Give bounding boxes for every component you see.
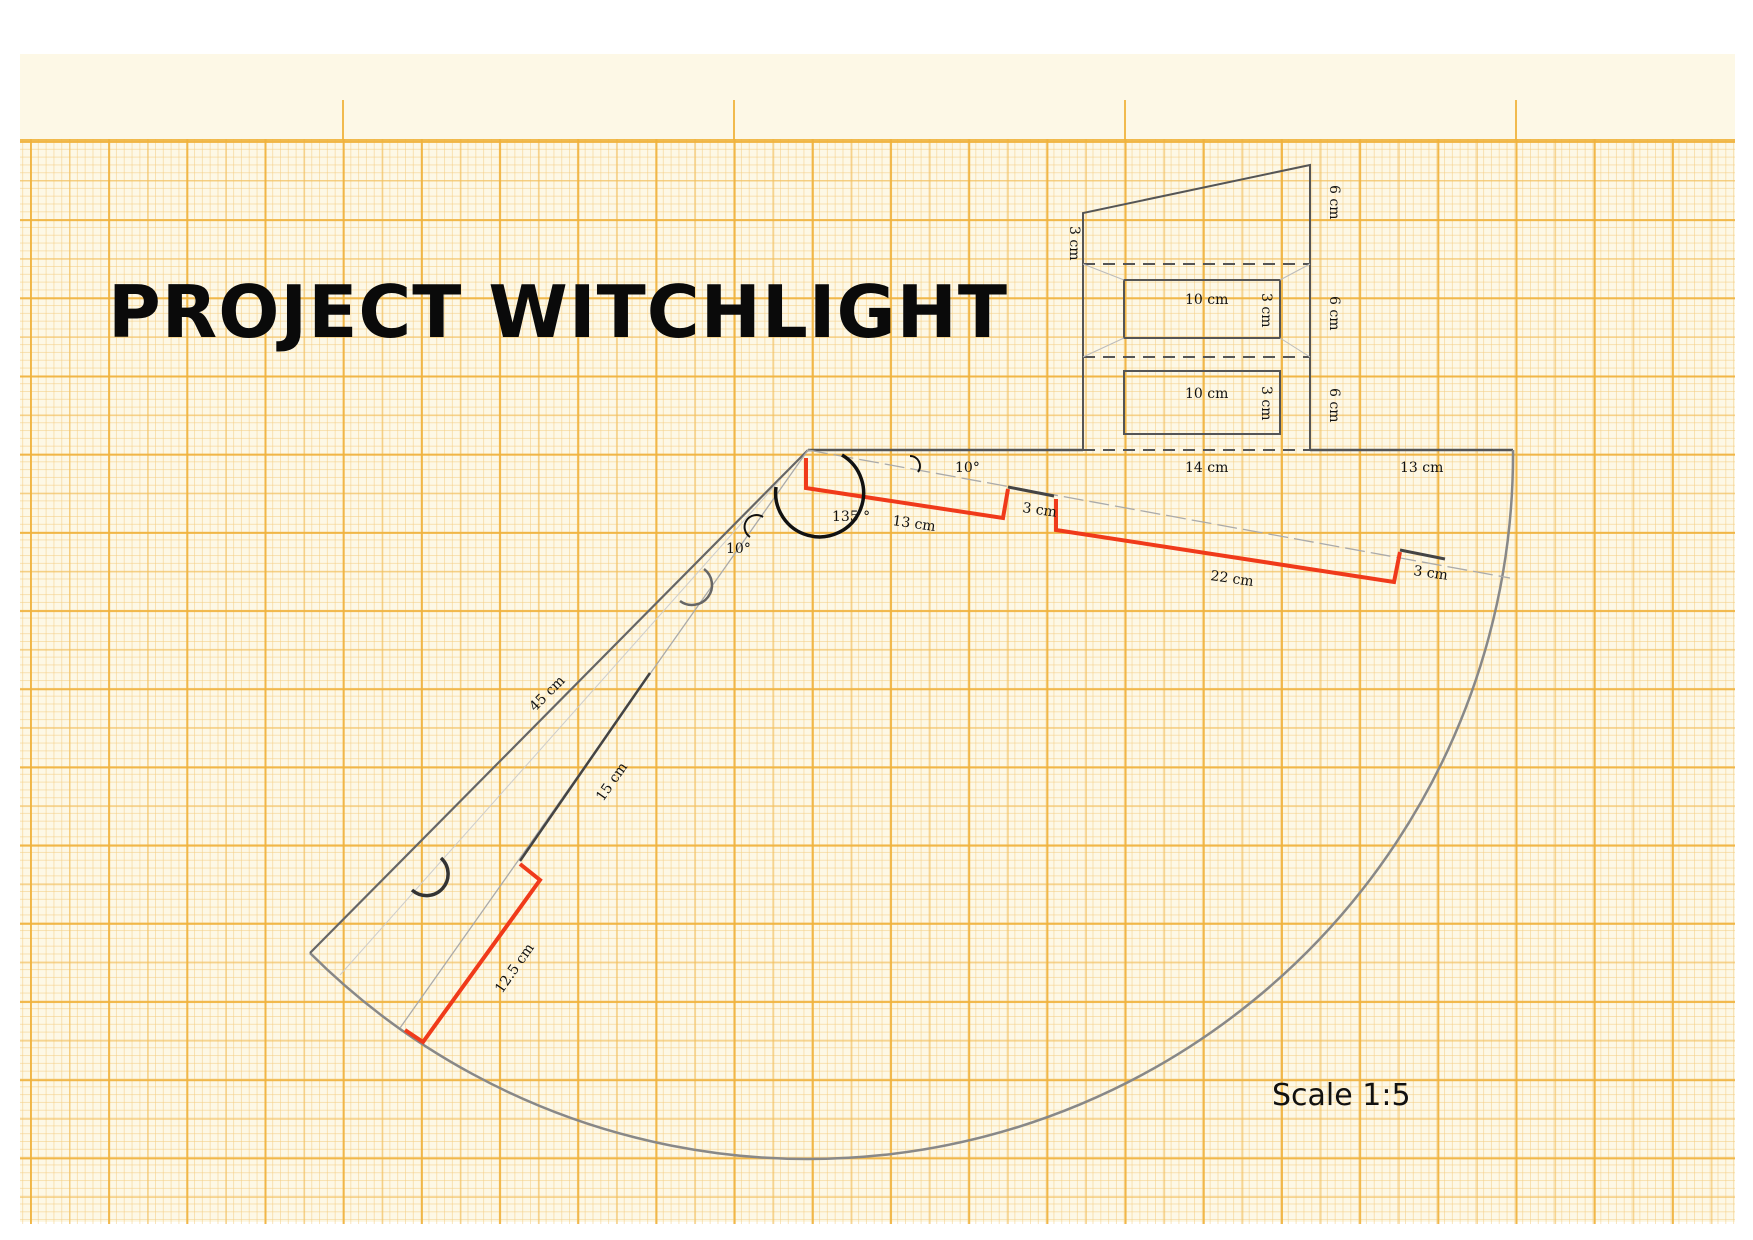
inner-line-left-2 (339, 479, 781, 976)
label-14cm: 14 cm (1185, 460, 1228, 476)
box-panel (1082, 163, 1311, 451)
label-13cm-top: 13 cm (1400, 460, 1443, 476)
label-135deg: 135 ° (832, 509, 870, 525)
label-6cm-3: 6 cm (1326, 388, 1342, 422)
label-3cm-side: 3 cm (1066, 226, 1082, 260)
label-window-1-height: 3 cm (1258, 293, 1274, 327)
window-cutout-2 (1123, 370, 1281, 435)
label-22cm: 22 cm (1209, 568, 1254, 590)
cut-13cm (804, 458, 1010, 521)
dimension-labels: 3 cm 6 cm 6 cm 6 cm 10 cm 3 cm 10 cm 3 c… (492, 185, 1449, 996)
angle-arc-10 (909, 455, 921, 473)
millimeter-grid (20, 139, 1735, 1224)
label-6cm-2: 6 cm (1326, 296, 1342, 330)
tab-3cm-2 (1399, 548, 1446, 561)
cut-12-5cm (403, 862, 543, 1045)
inner-line-15cm (518, 672, 652, 862)
grid-tick-mark (1124, 100, 1126, 140)
box-outline (1082, 163, 1311, 450)
label-10deg-top: 10° (955, 460, 980, 476)
angle-arc-left-10 (743, 514, 764, 538)
grid-tick-mark (1515, 100, 1517, 140)
label-45cm: 45 cm (527, 673, 569, 715)
angle-marks (410, 453, 921, 898)
cut-lines (403, 458, 1402, 1045)
tab-3cm-1 (1007, 485, 1055, 498)
lampshade-outline (309, 448, 1515, 1161)
grid-tick-mark (342, 100, 344, 140)
label-6cm-1: 6 cm (1326, 185, 1342, 219)
outer-arc (309, 449, 1515, 1161)
project-title: PROJECT WITCHLIGHT (108, 270, 1008, 354)
label-15cm: 15 cm (593, 760, 631, 805)
window-cutout-1 (1123, 279, 1281, 339)
scale-note: Scale 1:5 (1272, 1078, 1411, 1113)
cut-22cm (1054, 499, 1402, 585)
label-10deg-left: 10° (726, 541, 751, 557)
label-window-1-width: 10 cm (1185, 292, 1228, 308)
label-3cm-tab-1: 3 cm (1021, 500, 1057, 521)
left-edge-45cm (309, 449, 809, 954)
label-12-5cm: 12.5 cm (492, 941, 538, 997)
angle-arc-135 (773, 453, 866, 539)
label-window-2-height: 3 cm (1258, 386, 1274, 420)
label-window-2-width: 10 cm (1185, 386, 1228, 402)
label-13cm-cut: 13 cm (891, 513, 936, 535)
inner-line-10deg (807, 449, 1511, 579)
label-3cm-tab-2: 3 cm (1412, 563, 1448, 584)
grid-tick-mark (733, 100, 735, 140)
